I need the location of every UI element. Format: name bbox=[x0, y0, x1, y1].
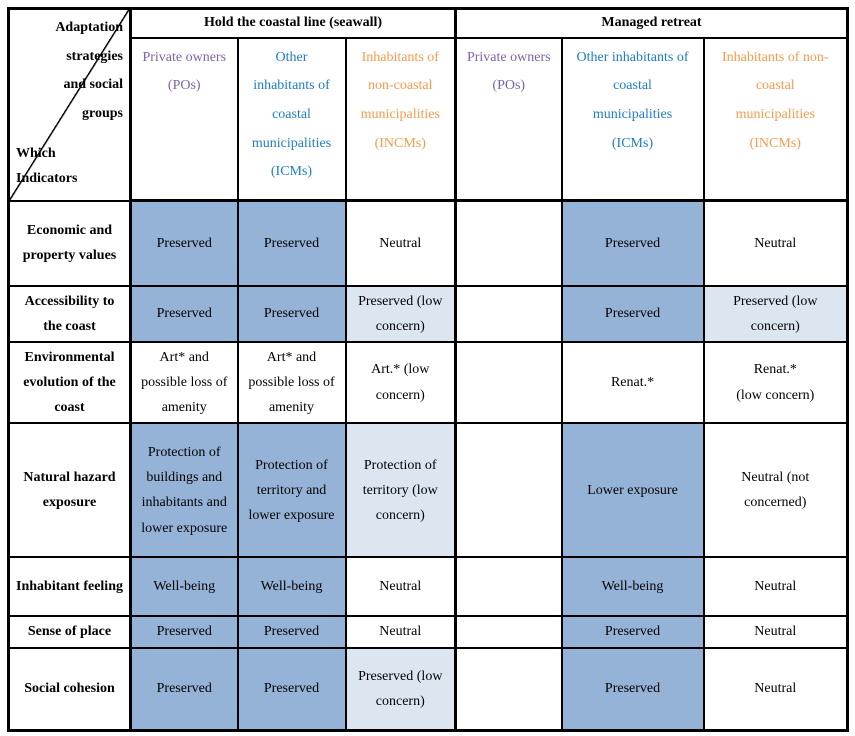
matrix-cell bbox=[454, 646, 563, 732]
matrix-cell: Renat.* bbox=[560, 340, 705, 425]
corner-cell: Adaptation strategies and social groups … bbox=[7, 7, 132, 202]
indicator-label: Sense of place bbox=[7, 615, 132, 649]
matrix-cell: Preserved bbox=[236, 199, 347, 287]
matrix-cell: Preserved bbox=[129, 199, 239, 287]
matrix-cell: Well-being bbox=[560, 556, 705, 618]
matrix-cell bbox=[454, 556, 563, 618]
matrix-cell: Lower exposure bbox=[560, 422, 705, 559]
matrix-cell: Protection of territory and lower exposu… bbox=[236, 422, 347, 559]
group-incm-retreat-header: Inhabitants of non- coastal municipaliti… bbox=[702, 36, 849, 202]
matrix-cell: Neutral bbox=[344, 199, 457, 287]
matrix-cell: Preserved (low concern) bbox=[344, 284, 457, 343]
matrix-cell: Art* and possible loss of amenity bbox=[129, 340, 239, 425]
matrix-cell: Preserved bbox=[129, 615, 239, 649]
matrix-cell: Neutral bbox=[702, 556, 849, 618]
strategy-header-row: Adaptation strategies and social groups … bbox=[7, 7, 849, 202]
strategy-managed-retreat-header: Managed retreat bbox=[454, 7, 849, 39]
matrix-cell: Preserved bbox=[129, 646, 239, 732]
matrix-cell: Preserved bbox=[560, 199, 705, 287]
strategy-seawall-header: Hold the coastal line (seawall) bbox=[129, 7, 457, 39]
matrix-cell: Neutral bbox=[702, 615, 849, 649]
matrix-cell: Protection of territory (low concern) bbox=[344, 422, 457, 559]
matrix-cell: Preserved bbox=[236, 284, 347, 343]
matrix-cell: Neutral bbox=[344, 615, 457, 649]
matrix-cell: Preserved bbox=[236, 615, 347, 649]
matrix-cell: Well-being bbox=[129, 556, 239, 618]
matrix-cell: Preserved (low concern) bbox=[344, 646, 457, 732]
indicator-label: Economic and property values bbox=[7, 199, 132, 287]
matrix-cell bbox=[454, 199, 563, 287]
matrix-cell: Preserved (low concern) bbox=[702, 284, 849, 343]
matrix-cell bbox=[454, 284, 563, 343]
adaptation-strategies-table: Adaptation strategies and social groups … bbox=[7, 7, 850, 733]
matrix-cell: Neutral bbox=[702, 199, 849, 287]
matrix-cell: Preserved bbox=[560, 284, 705, 343]
matrix-cell: Renat.* (low concern) bbox=[702, 340, 849, 425]
indicator-label: Natural hazard exposure bbox=[7, 422, 132, 559]
matrix-cell bbox=[454, 422, 563, 559]
indicator-label: Accessibility to the coast bbox=[7, 284, 132, 343]
matrix-cell: Preserved bbox=[560, 646, 705, 732]
matrix-cell: Neutral bbox=[344, 556, 457, 618]
matrix-cell bbox=[454, 615, 563, 649]
matrix-cell: Preserved bbox=[236, 646, 347, 732]
matrix-cell: Preserved bbox=[560, 615, 705, 649]
indicator-label: Inhabitant feeling bbox=[7, 556, 132, 618]
diagonal-divider bbox=[10, 10, 128, 199]
table-row: Environmental evolution of the coast Art… bbox=[7, 340, 849, 425]
matrix-cell: Protection of buildings and inhabitants … bbox=[129, 422, 239, 559]
indicator-label: Social cohesion bbox=[7, 646, 132, 732]
group-po-retreat-header: Private owners (POs) bbox=[454, 36, 563, 202]
corner-strategies-label: Adaptation strategies and social groups bbox=[55, 20, 123, 122]
matrix-cell: Art.* (low concern) bbox=[344, 340, 457, 425]
group-po-seawall-header: Private owners (POs) bbox=[129, 36, 239, 202]
matrix-cell: Art* and possible loss of amenity bbox=[236, 340, 347, 425]
corner-indicators-label: Which Indicators bbox=[16, 146, 78, 187]
group-icm-retreat-header: Other inhabitants of coastal municipalit… bbox=[560, 36, 705, 202]
matrix-cell: Neutral bbox=[702, 646, 849, 732]
table-row: Natural hazard exposure Protection of bu… bbox=[7, 422, 849, 559]
matrix-cell: Neutral (not concerned) bbox=[702, 422, 849, 559]
group-incm-seawall-header: Inhabitants of non-coastal municipalitie… bbox=[344, 36, 457, 202]
indicator-label: Environmental evolution of the coast bbox=[7, 340, 132, 425]
group-icm-seawall-header: Other inhabitants of coastal municipalit… bbox=[236, 36, 347, 202]
social-groups-header-row: Private owners (POs) Other inhabitants o… bbox=[9, 36, 849, 202]
matrix-cell bbox=[454, 340, 563, 425]
matrix-cell: Preserved bbox=[129, 284, 239, 343]
matrix-cell: Well-being bbox=[236, 556, 347, 618]
